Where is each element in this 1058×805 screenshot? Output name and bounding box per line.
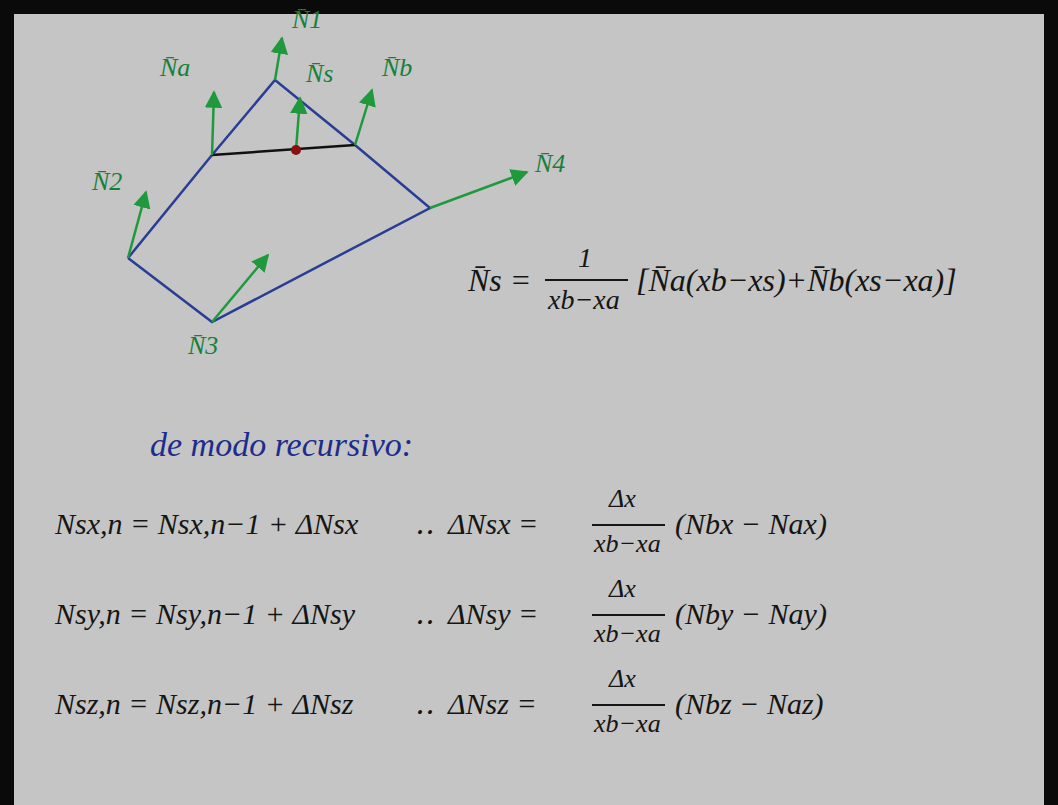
equation-term: ‥	[415, 506, 435, 542]
equation-term: Δx	[609, 483, 636, 514]
equation-term: 1	[578, 241, 592, 275]
equation-term: ΔNsz =	[448, 686, 537, 722]
equation-term: (Nby − Nay)	[675, 596, 827, 632]
equation-term: xb−xa	[594, 528, 661, 559]
equation-term: ΔNsy =	[448, 596, 538, 632]
equation-term: ‥	[415, 596, 435, 632]
board	[14, 14, 1044, 805]
equation-term: [N̄a(xb−xs)+N̄b(xs−xa)]	[636, 261, 957, 299]
note-text: de modo recursivo:	[150, 425, 413, 466]
equation-term: xb−xa	[594, 618, 661, 649]
vector-label: N̄2	[92, 166, 122, 197]
equation-term: (Nbz − Naz)	[675, 686, 824, 722]
normal-vectors	[128, 38, 527, 322]
equation-term: xb−xa	[594, 708, 661, 739]
equation-term: (Nbx − Nax)	[675, 506, 827, 542]
vector-label: N̄s	[306, 58, 333, 89]
fraction-bars	[545, 280, 665, 705]
polygon-outline	[128, 80, 430, 322]
equation-term: ΔNsx =	[448, 506, 538, 542]
equation-term: xb−xa	[548, 283, 620, 317]
interpolation-point	[291, 145, 301, 155]
equation-term: Nsz,n = Nsz,n−1 + ΔNsz	[55, 686, 353, 722]
vector-label: N̄1	[292, 4, 322, 35]
equation-term: Δx	[609, 573, 636, 604]
equation-term: Nsx,n = Nsx,n−1 + ΔNsx	[55, 506, 358, 542]
vector-label: N̄4	[535, 148, 565, 179]
equation-term: ‥	[415, 686, 435, 722]
scan-segment	[212, 145, 355, 155]
equation-term: Nsy,n = Nsy,n−1 + ΔNsy	[55, 596, 355, 632]
vector-label: N̄b	[382, 52, 412, 83]
equation-term: N̄s =	[468, 261, 531, 299]
vector-label: N̄3	[188, 330, 218, 361]
vector-label: N̄a	[160, 52, 190, 83]
equation-term: Δx	[609, 663, 636, 694]
